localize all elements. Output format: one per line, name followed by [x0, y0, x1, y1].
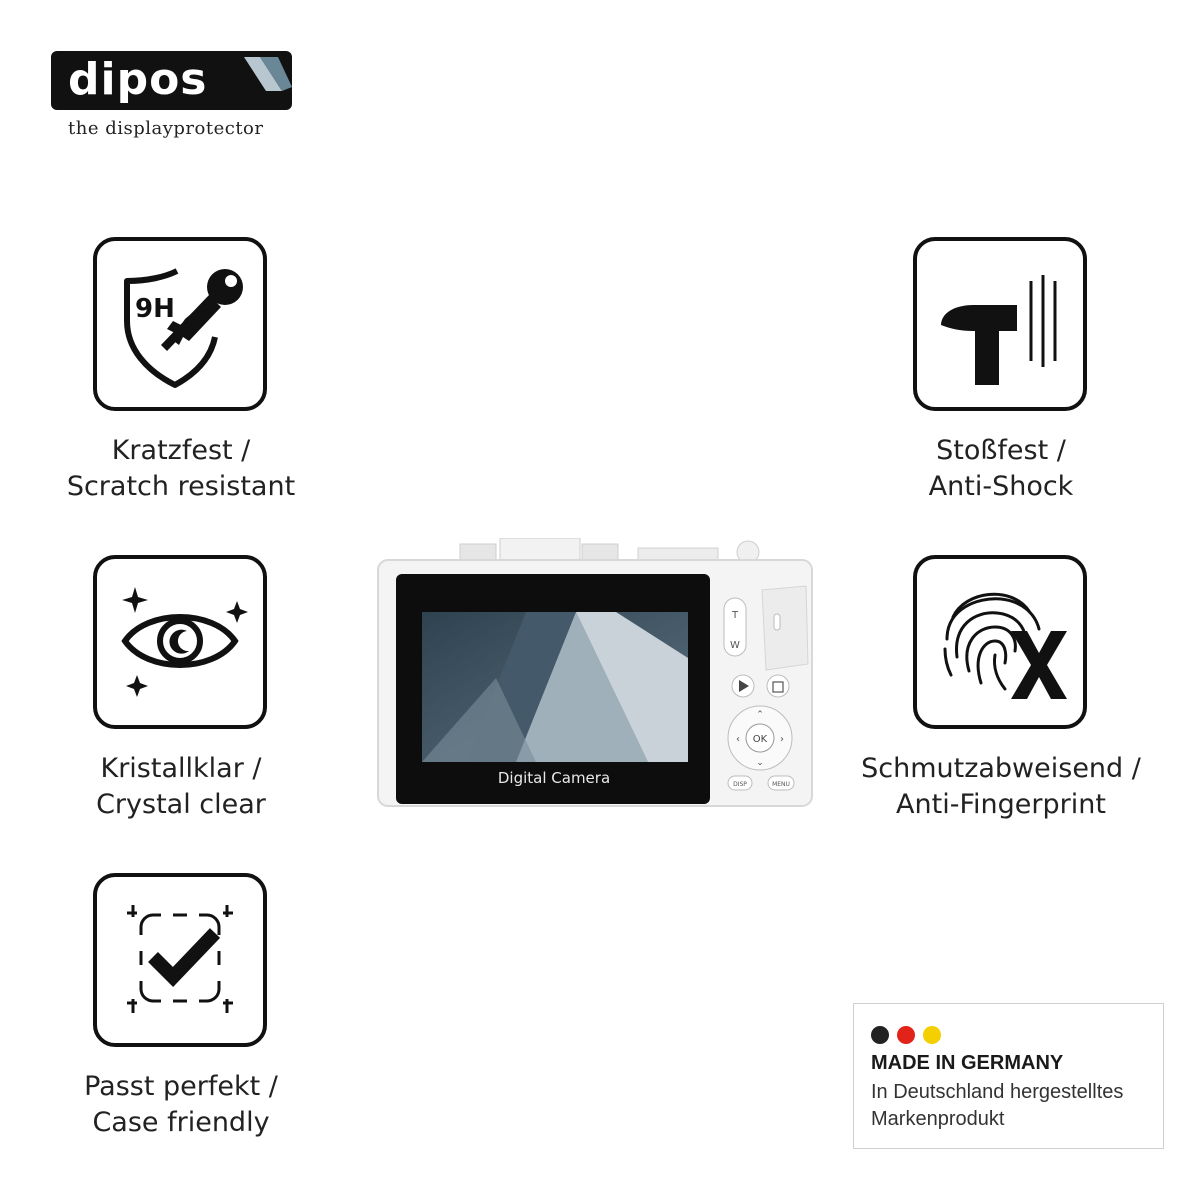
feature-title-en: Crystal clear: [96, 789, 266, 820]
feature-tile-scratch: 9H: [93, 237, 267, 411]
badge-line-1: In Deutschland hergestelltes: [871, 1081, 1124, 1103]
feature-tile-fit: [93, 873, 267, 1047]
menu-button[interactable]: [767, 775, 795, 791]
camera-illustration: Digital Camera T W OK ⌃ ⌄ ‹ › DISP MENU: [377, 538, 813, 807]
svg-text:MENU: MENU: [772, 781, 790, 788]
svg-text:W: W: [730, 640, 740, 651]
eye-icon: [121, 587, 248, 697]
svg-text:T: T: [731, 610, 739, 621]
camera-screen-label: Digital Camera: [498, 769, 610, 787]
shield-key-9h-icon: 9H: [124, 268, 243, 388]
check-frame-icon: [127, 905, 233, 1013]
made-in-germany-badge: MADE IN GERMANY In Deutschland hergestel…: [853, 1003, 1164, 1149]
feature-title-de: Kratzfest /: [111, 435, 251, 466]
disp-button[interactable]: [727, 775, 753, 791]
feature-title-de: Stoßfest /: [936, 435, 1066, 466]
feature-title-de: Schmutzabweisend /: [861, 753, 1141, 784]
svg-text:9H: 9H: [135, 294, 175, 324]
play-icon: [739, 680, 749, 692]
ok-button[interactable]: [745, 723, 775, 753]
feature-caption-fingerprint: Schmutzabweisend / Anti-Fingerprint: [841, 751, 1161, 823]
feature-tile-clear: [93, 555, 267, 729]
feature-title-en: Scratch resistant: [66, 471, 296, 502]
svg-text:DISP: DISP: [733, 781, 747, 788]
zoom-rocker[interactable]: [723, 597, 747, 657]
badge-line-2: Markenprodukt: [871, 1108, 1005, 1130]
trash-icon: [772, 681, 784, 693]
svg-text:⌃: ⌃: [756, 710, 764, 720]
feature-tile-fingerprint: [913, 555, 1087, 729]
feature-caption-shock: Stoßfest / Anti-Shock: [841, 433, 1161, 505]
hammer-icon: [941, 275, 1057, 385]
svg-text:‹: ‹: [736, 734, 740, 745]
delete-button[interactable]: [766, 674, 790, 698]
feature-title-en: Anti-Fingerprint: [896, 789, 1106, 820]
svg-text:OK: OK: [753, 734, 768, 745]
feature-title-en: Case friendly: [92, 1107, 270, 1138]
flag-dot-black: [871, 1026, 889, 1044]
svg-text:⌄: ⌄: [756, 758, 764, 768]
feature-title-en: Anti-Shock: [928, 471, 1074, 502]
brand-name: dipos: [68, 54, 208, 105]
feature-caption-fit: Passt perfekt / Case friendly: [21, 1069, 341, 1141]
svg-text:›: ›: [780, 734, 784, 745]
flag-dot-red: [897, 1026, 915, 1044]
feature-caption-clear: Kristallklar / Crystal clear: [21, 751, 341, 823]
feature-title-de: Kristallklar /: [100, 753, 262, 784]
feature-caption-scratch: Kratzfest / Scratch resistant: [21, 433, 341, 505]
feature-tile-shock: [913, 237, 1087, 411]
badge-title: MADE IN GERMANY: [871, 1052, 1064, 1074]
page-corner-icon: [244, 57, 292, 91]
fingerprint-x-icon: [943, 592, 1067, 699]
feature-title-de: Passt perfekt /: [84, 1071, 278, 1102]
flag-dot-gold: [923, 1026, 941, 1044]
brand-tagline: the displayprotector: [68, 118, 264, 139]
